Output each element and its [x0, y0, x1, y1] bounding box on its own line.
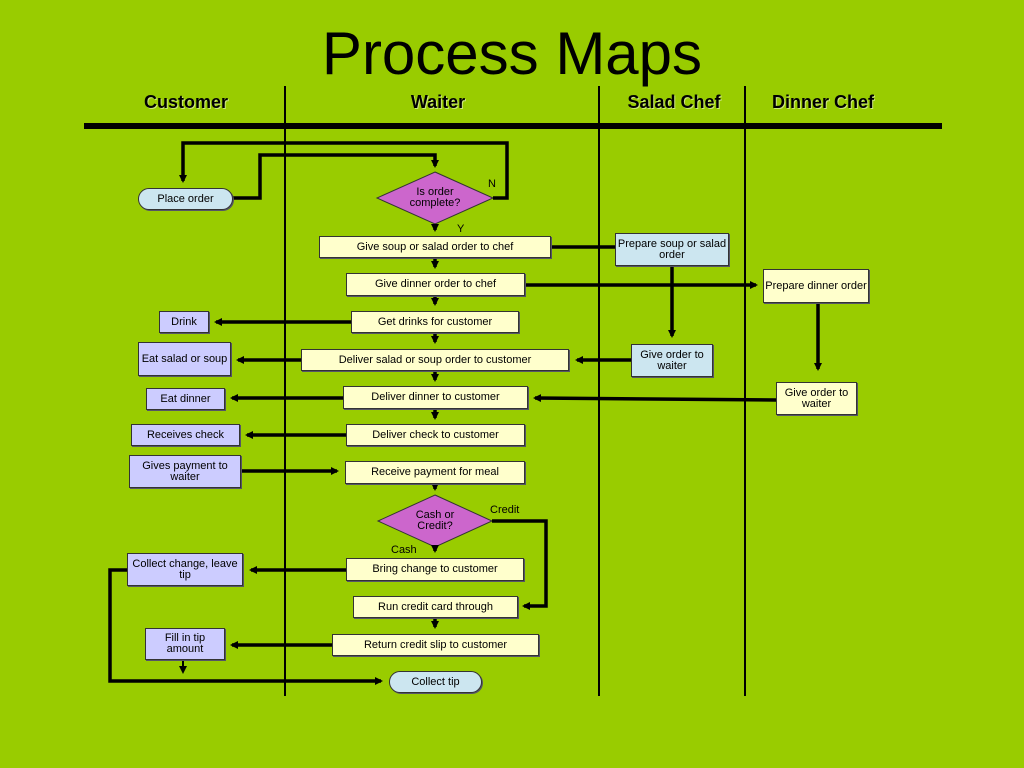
node-salad-give-to-waiter: Give order to waiter [631, 344, 713, 377]
node-prepare-soup-salad: Prepare soup or salad order [615, 233, 729, 266]
node-place-order: Place order [138, 188, 233, 210]
arrow-place-order-to-decision [233, 153, 439, 200]
node-give-dinner-order: Give dinner order to chef [346, 273, 525, 296]
node-deliver-check: Deliver check to customer [346, 424, 525, 446]
header-rule [84, 123, 942, 129]
node-eat-salad-soup: Eat salad or soup [138, 342, 231, 376]
lane-header-waiter: Waiter [410, 92, 466, 112]
node-gives-payment: Gives payment to waiter [129, 455, 241, 488]
node-run-credit-card: Run credit card through [353, 596, 518, 618]
node-collect-tip: Collect tip [389, 671, 482, 693]
node-cash-or-credit: Cash or Credit? [415, 509, 455, 532]
label-cash: Cash [391, 544, 417, 556]
arrow-no-back-to-place-order [179, 141, 509, 200]
node-receive-payment: Receive payment for meal [345, 461, 525, 484]
node-return-credit-slip: Return credit slip to customer [332, 634, 539, 656]
label-n: N [488, 178, 496, 190]
node-prepare-dinner: Prepare dinner order [763, 269, 869, 303]
node-give-soup-salad-order: Give soup or salad order to chef [319, 236, 551, 258]
node-deliver-salad-soup: Deliver salad or soup order to customer [301, 349, 569, 371]
node-dinner-give-to-waiter: Give order to waiter [776, 382, 857, 415]
page-title: Process Maps [321, 20, 703, 87]
node-get-drinks: Get drinks for customer [351, 311, 519, 333]
arrow-dinner-to-waiter [533, 394, 777, 403]
lane-header-salad-chef: Salad Chef [627, 92, 721, 112]
node-receives-check: Receives check [131, 424, 240, 446]
label-credit: Credit [490, 504, 520, 516]
node-deliver-dinner: Deliver dinner to customer [343, 386, 528, 409]
node-fill-in-tip: Fill in tip amount [145, 628, 225, 660]
arrow-credit [492, 519, 548, 610]
node-bring-change: Bring change to customer [346, 558, 524, 581]
node-collect-change: Collect change, leave tip [127, 553, 243, 586]
lane-header-customer: Customer [143, 92, 228, 112]
node-is-order-complete: Is order complete? [409, 186, 461, 209]
node-eat-dinner: Eat dinner [146, 388, 225, 410]
label-y: Y [457, 223, 465, 235]
lane-header-dinner-chef: Dinner Chef [771, 92, 874, 112]
node-drink: Drink [159, 311, 209, 333]
arrow-change-to-collect-tip [108, 568, 383, 685]
